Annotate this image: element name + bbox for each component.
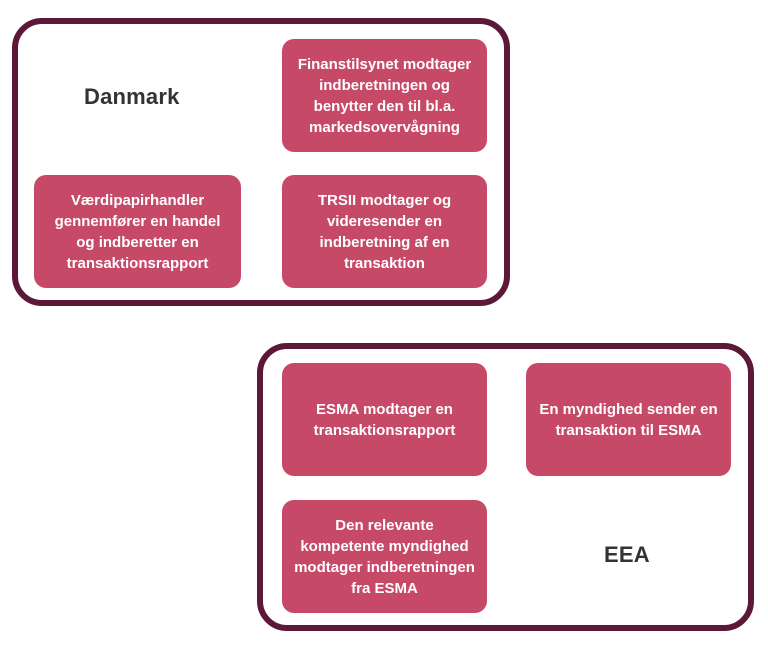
myndighed-sender-box: En myndighed sender en transaktion til E… — [526, 363, 731, 476]
esma-modtager-box: ESMA modtager en transaktionsrapport — [282, 363, 487, 476]
eea-region: ESMA modtager en transaktionsrapport En … — [257, 343, 754, 631]
trsii-box: TRSII modtager og videresender en indber… — [282, 175, 487, 288]
denmark-region: Danmark Finanstilsynet modtager indberet… — [12, 18, 510, 306]
eea-label: EEA — [604, 542, 650, 567]
relevante-myndighed-box: Den relevante kompetente myndighed modta… — [282, 500, 487, 613]
denmark-label: Danmark — [84, 84, 180, 109]
vaerdipapirhandler-box: Værdipapirhandler gennemfører en handel … — [34, 175, 241, 288]
finanstilsynet-box: Finanstilsynet modtager indberetningen o… — [282, 39, 487, 152]
